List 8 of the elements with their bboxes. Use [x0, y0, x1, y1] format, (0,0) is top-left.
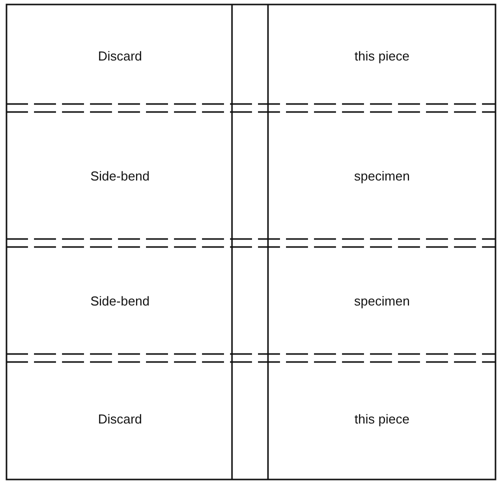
region-label: Discard: [98, 48, 142, 64]
region-label: Side-bend: [90, 293, 150, 308]
region-label: Side-bend: [90, 168, 150, 183]
piece-label: specimen: [354, 293, 410, 308]
region-label: Discard: [98, 412, 142, 426]
piece-label: specimen: [354, 168, 410, 183]
piece-label: this piece: [354, 412, 410, 426]
piece-label: this piece: [354, 48, 410, 64]
